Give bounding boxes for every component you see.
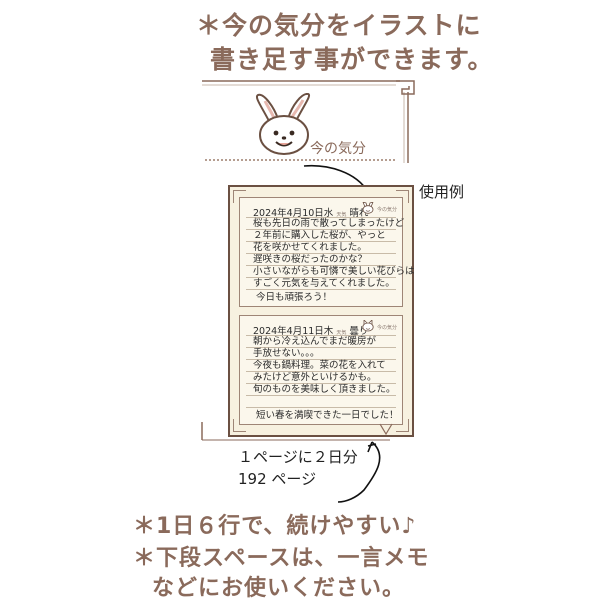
weather-label: 天気: [336, 330, 347, 336]
entry-weather: 晴れ: [349, 208, 369, 219]
entry-line: みたけど意外といけるかも。: [253, 372, 377, 383]
mini-rabbit-icon: [362, 202, 374, 214]
entry-line: すごく元気を与えてくれました。: [253, 278, 395, 289]
per-page-caption: １ページに２日分: [238, 448, 358, 466]
entry-line: 花を咲かせてくれました。: [253, 242, 367, 253]
mood-label: 今の気分: [310, 141, 366, 157]
corner-ornament: [233, 190, 246, 203]
rabbit-face-icon: [256, 93, 310, 155]
entry-line: 小さいながらも可憐で美しい花びらは: [253, 266, 415, 277]
header-line-1: ＊今の気分をイラストに: [196, 11, 482, 40]
page-count-caption: 192 ページ: [238, 470, 317, 488]
corner-ornament: [396, 419, 409, 432]
entry-date: 2024年4月11日木: [253, 326, 334, 337]
mini-cat-icon: [362, 320, 374, 332]
corner-ornament: [396, 190, 409, 203]
bottom-line-2: ＊下段スペースは、一言メモ: [133, 546, 430, 571]
mood-mini-label: 今の気分: [377, 207, 398, 213]
arrow-bottom-icon: [337, 441, 381, 503]
entry-line: 朝から冷え込んでまだ暖房が: [253, 336, 377, 347]
header-line-2: 書き足す事ができます。: [210, 45, 494, 74]
diary-entry-2: 2024年4月11日木 天気 曇り 今の気分 朝から冷え込んでまだ暖房が 手放せ…: [239, 315, 403, 425]
bottom-line-1: ＊1日６行で、続けやすい♪: [133, 514, 417, 539]
diary-entry-1: 2024年4月10日水 天気 晴れ 今の気分 桜も先日の雨で散ってしまったけど …: [239, 197, 415, 307]
entry-line: 今夜も鍋料理。菜の花を入れて: [253, 360, 386, 371]
bottom-line-3: などにお使いください。: [152, 576, 406, 601]
mood-mini-label: 今の気分: [377, 325, 398, 331]
entry-line: 桜も先日の雨で散ってしまったけど: [253, 218, 405, 229]
entry-line: ２年前に購入した桜が、やっと: [253, 230, 386, 241]
weather-label: 天気: [336, 212, 347, 218]
entry-line: 手放せない。。。: [253, 348, 320, 359]
diary-page: 2024年4月10日水 天気 晴れ 今の気分 桜も先日の雨で散ってしまったけど …: [228, 185, 415, 437]
entry-date: 2024年4月10日水: [253, 208, 334, 219]
entry-line: 旬のものを美味しく頂きました。: [253, 384, 396, 395]
mood-dotted-line: [205, 159, 395, 161]
entry-weather: 曇り: [349, 326, 369, 337]
bracket-frame-decoration: [201, 422, 393, 441]
corner-ornament: [233, 419, 246, 432]
mood-frame-decoration: [202, 80, 415, 163]
usage-example-label: 使用例: [419, 183, 465, 201]
entry-memo: 今日も頑張ろう！: [256, 292, 333, 303]
entry-memo: 短い春を満喫できた一日でした！: [256, 410, 399, 421]
entry-line: 遅咲きの桜だったのかな？: [253, 254, 368, 265]
